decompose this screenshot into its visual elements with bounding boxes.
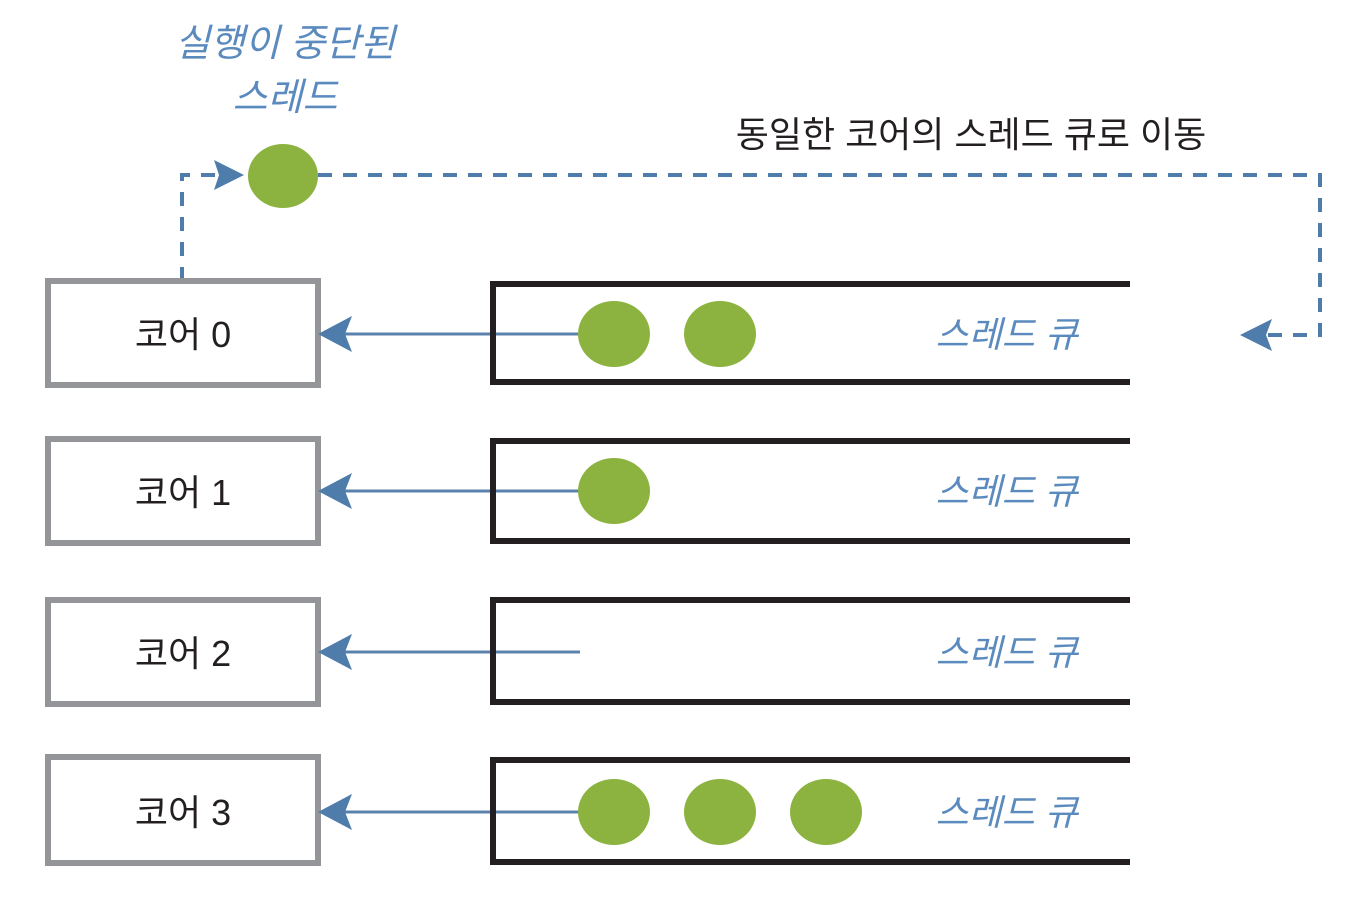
queue-to-core-arrow-head-2 bbox=[318, 634, 352, 670]
thread-dot bbox=[578, 779, 650, 845]
dashed-arrow-head-into-queue0 bbox=[1240, 319, 1272, 351]
queue-to-core-arrow-head-0 bbox=[318, 316, 352, 352]
dashed-arrow-head-into-thread bbox=[214, 160, 244, 190]
queue-label-2: 스레드 큐 bbox=[936, 632, 1080, 673]
header-label: 동일한 코어의 스레드 큐로 이동 bbox=[736, 114, 1207, 155]
thread-dot bbox=[578, 301, 650, 367]
thread-queue-box-3 bbox=[490, 757, 1130, 865]
core-label-1: 코어 1 bbox=[135, 472, 231, 513]
queue-to-core-arrow-head-3 bbox=[318, 794, 352, 830]
thread-queue-box-0 bbox=[490, 281, 1130, 385]
core-row-3: 코어 3 스레드 큐 bbox=[45, 754, 1130, 866]
title-line-2: 스레드 bbox=[233, 77, 340, 119]
dashed-path-core0-to-thread bbox=[180, 173, 240, 281]
thread-dot bbox=[684, 779, 756, 845]
queue-label-0: 스레드 큐 bbox=[936, 314, 1080, 355]
thread-dot bbox=[578, 458, 650, 524]
core-row-1: 코어 1 스레드 큐 bbox=[45, 436, 1130, 546]
thread-dot bbox=[790, 779, 862, 845]
queue-to-core-arrow-head-1 bbox=[318, 473, 352, 509]
core-box-1[interactable] bbox=[45, 436, 321, 546]
core-box-3[interactable] bbox=[45, 754, 321, 866]
suspended-thread-dot bbox=[248, 144, 318, 208]
core-label-3: 코어 3 bbox=[135, 792, 231, 833]
dashed-path-thread-to-queue0 bbox=[318, 173, 1322, 337]
thread-queue-box-1 bbox=[490, 438, 1130, 544]
core-label-2: 코어 2 bbox=[135, 633, 231, 674]
core-label-0: 코어 0 bbox=[135, 314, 231, 355]
thread-dot bbox=[684, 301, 756, 367]
core-row-0: 코어 0 스레드 큐 bbox=[45, 278, 1130, 388]
queue-label-3: 스레드 큐 bbox=[936, 792, 1080, 833]
core-box-0[interactable] bbox=[45, 278, 321, 388]
title-line-1: 실행이 중단된 bbox=[175, 23, 398, 65]
thread-queue-box-2 bbox=[490, 597, 1130, 705]
core-row-2: 코어 2 스레드 큐 bbox=[45, 597, 1130, 707]
queue-label-1: 스레드 큐 bbox=[936, 471, 1080, 512]
